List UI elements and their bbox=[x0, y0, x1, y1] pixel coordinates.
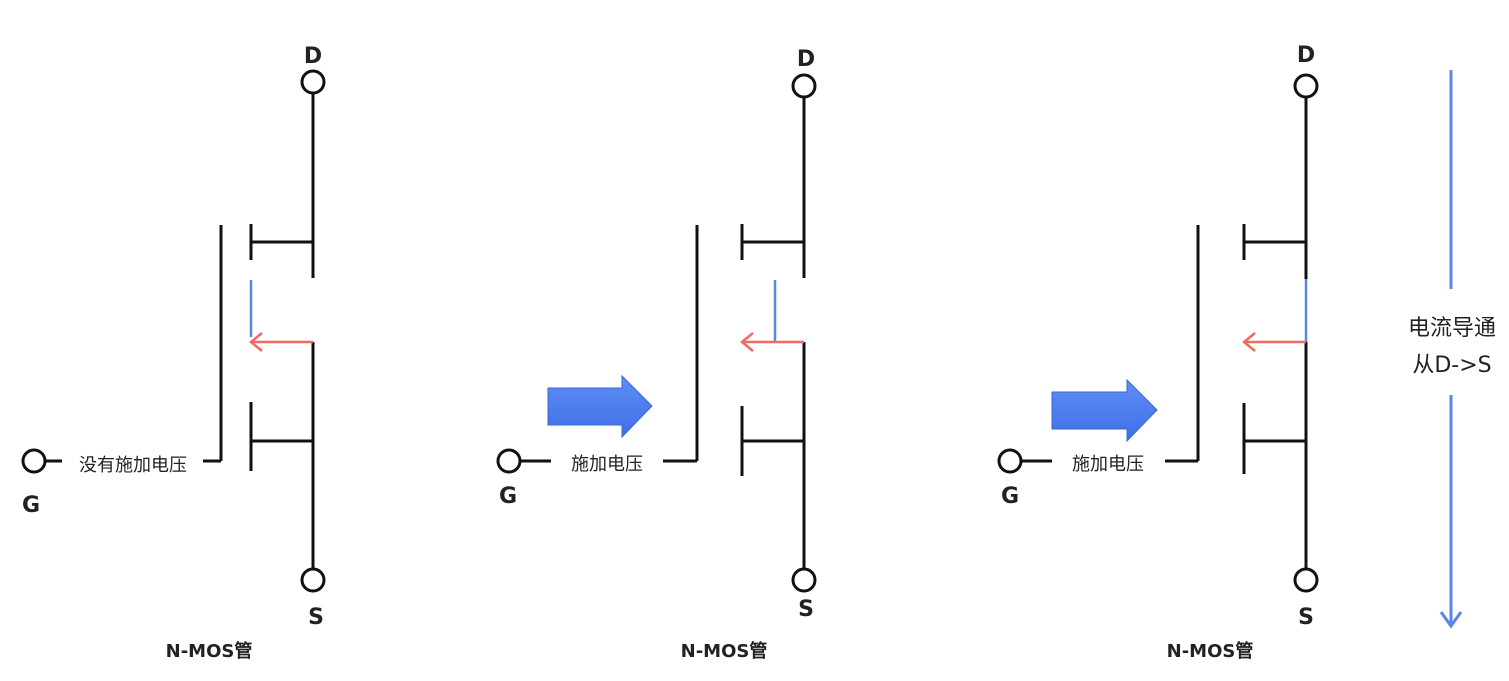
current-flow-indicator: 电流导通 从D->S bbox=[1408, 70, 1496, 629]
gate-label: G bbox=[499, 484, 517, 509]
drain-terminal bbox=[791, 73, 817, 99]
gate-terminal bbox=[997, 448, 1023, 474]
body-arrow-head bbox=[249, 332, 263, 352]
gate-label: G bbox=[1001, 484, 1019, 509]
current-note-line1: 电流导通 bbox=[1408, 316, 1496, 341]
body-arrow-head bbox=[740, 332, 754, 352]
caption: N-MOS管 bbox=[681, 640, 768, 662]
down-arrow-icon bbox=[1439, 611, 1463, 629]
drain-terminal bbox=[1293, 73, 1319, 99]
source-label: S bbox=[798, 597, 814, 622]
source-terminal bbox=[300, 567, 326, 593]
drain-label: D bbox=[1297, 43, 1315, 68]
gate-terminal bbox=[21, 448, 47, 474]
gate-voltage-text: 施加电压 bbox=[571, 454, 643, 475]
drain-label: D bbox=[304, 44, 322, 69]
voltage-applied-arrow-icon bbox=[547, 374, 653, 439]
source-terminal bbox=[791, 567, 817, 593]
panel-3: D S G 施加电压 N-MOS管 bbox=[997, 43, 1319, 662]
gate-terminal bbox=[496, 448, 522, 474]
body-arrow-head bbox=[1242, 332, 1256, 352]
gate-voltage-text: 没有施加电压 bbox=[79, 455, 187, 476]
source-label: S bbox=[1298, 605, 1314, 630]
voltage-applied-arrow-icon bbox=[1051, 378, 1158, 443]
source-label: S bbox=[308, 605, 324, 630]
panel-1: D S G 没有施加电压 N-MOS管 bbox=[21, 44, 326, 662]
caption: N-MOS管 bbox=[1167, 640, 1254, 662]
panel-2: D S G 施加电压 N-MOS管 bbox=[496, 47, 817, 662]
caption: N-MOS管 bbox=[166, 640, 253, 662]
drain-terminal bbox=[300, 69, 326, 95]
source-terminal bbox=[1293, 567, 1319, 593]
drain-label: D bbox=[797, 47, 815, 72]
gate-voltage-text: 施加电压 bbox=[1072, 454, 1144, 475]
current-note-line2: 从D->S bbox=[1412, 353, 1491, 378]
gate-label: G bbox=[22, 493, 40, 518]
